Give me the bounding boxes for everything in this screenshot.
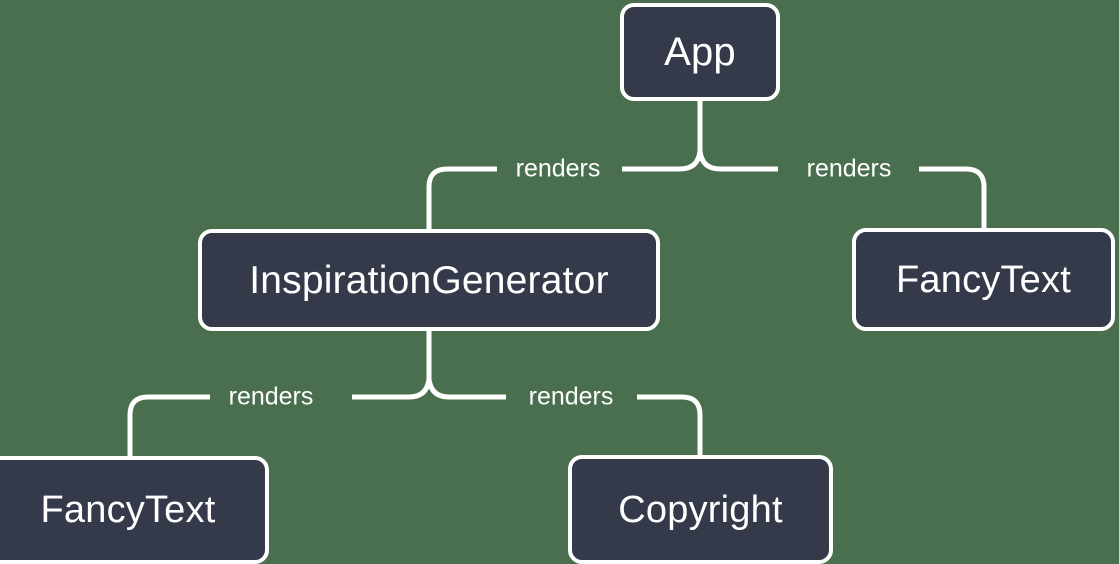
edge-inspgen-to-fancyleft-right-seg <box>352 378 432 400</box>
edge-label-inspirationgenerator-to-copyright: renders <box>528 382 614 411</box>
edge-app-to-inspgen-right-seg <box>622 150 703 172</box>
edge-label-inspirationgenerator-to-fancytext-left: renders <box>228 382 314 411</box>
node-inspirationgenerator[interactable]: InspirationGenerator <box>198 229 660 331</box>
node-copyright-label: Copyright <box>618 488 783 531</box>
node-fancytext-left-label: FancyText <box>40 489 216 531</box>
edge-label-app-to-inspirationgenerator: renders <box>515 154 601 183</box>
node-fancytext-right[interactable]: FancyText <box>852 228 1115 331</box>
edge-inspgen-to-copyright-right-seg <box>637 394 703 455</box>
node-fancytext-right-label: FancyText <box>896 258 1071 301</box>
edge-app-to-fancyright-outer-seg <box>919 166 987 228</box>
node-fancytext-left[interactable]: FancyText <box>0 456 269 564</box>
edge-inspgen-to-copyright-left-seg <box>426 378 506 400</box>
edge-app-to-inspgen-left-seg <box>426 166 497 229</box>
edge-app-to-fancyright-inner-seg <box>697 150 778 172</box>
node-app-label: App <box>664 30 736 74</box>
node-inspirationgenerator-label: InspirationGenerator <box>249 258 609 302</box>
node-app[interactable]: App <box>620 3 780 101</box>
edge-label-app-to-fancytext-right: renders <box>806 154 892 183</box>
node-copyright[interactable]: Copyright <box>568 455 833 564</box>
edge-inspgen-to-fancyleft-left-seg <box>127 394 210 456</box>
